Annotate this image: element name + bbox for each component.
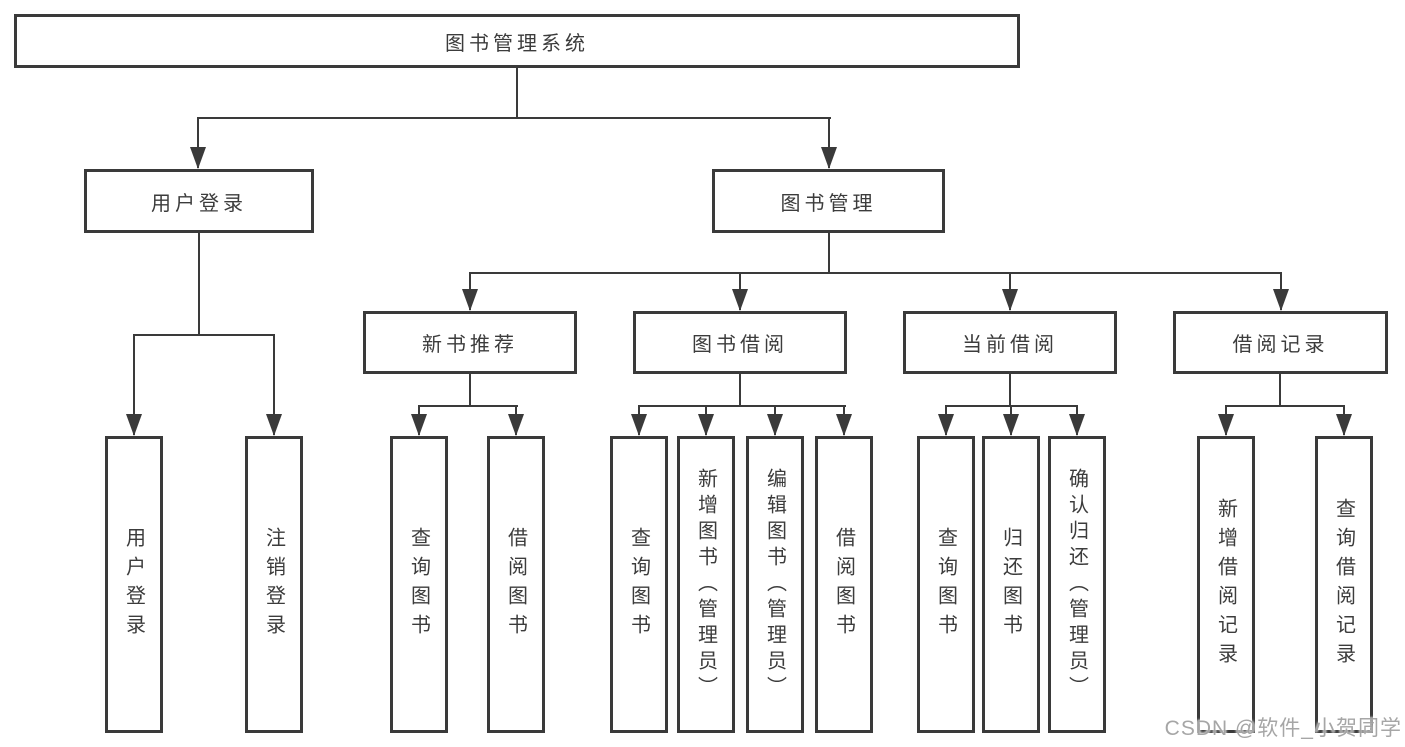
connector-vline xyxy=(828,233,830,273)
arrow-down-icon xyxy=(836,414,852,436)
arrow-down-icon xyxy=(1002,289,1018,311)
node-user-login: 用户登录 xyxy=(84,169,314,233)
leaf-records-query-record: 查询借阅记录 xyxy=(1315,436,1373,733)
leaf-borrowing-borrow-books-label: 借阅图书 xyxy=(832,526,855,643)
connector-vline xyxy=(469,374,471,406)
leaf-user-login: 用户登录 xyxy=(105,436,163,733)
arrow-down-icon xyxy=(126,414,142,436)
leaf-borrowing-edit-books: 编辑图书（管理员） xyxy=(746,436,804,733)
arrow-down-icon xyxy=(462,289,478,311)
connector-vline xyxy=(739,374,741,406)
connector-vline xyxy=(133,335,135,435)
node-new-book-recommendation-label: 新书推荐 xyxy=(422,334,518,356)
leaf-logout-label: 注销登录 xyxy=(262,526,285,643)
connector-hline xyxy=(469,272,1282,274)
connector-vline xyxy=(273,335,275,435)
leaf-logout: 注销登录 xyxy=(245,436,303,733)
node-library-system-label: 图书管理系统 xyxy=(445,32,589,55)
leaf-records-add-record-label: 新增借阅记录 xyxy=(1214,497,1237,672)
node-new-book-recommendation: 新书推荐 xyxy=(363,311,577,374)
connector-vline xyxy=(1279,374,1281,406)
leaf-borrowing-query-books-label: 查询图书 xyxy=(627,526,650,643)
leaf-borrowing-query-books: 查询图书 xyxy=(610,436,668,733)
node-current-borrowing-label: 当前借阅 xyxy=(962,334,1058,356)
connector-hline xyxy=(418,405,518,407)
leaf-user-login-label: 用户登录 xyxy=(122,526,145,643)
connector-vline xyxy=(1009,374,1011,406)
arrow-down-icon xyxy=(190,147,206,169)
leaf-current-return-books-label: 归还图书 xyxy=(999,526,1022,643)
node-user-login-label: 用户登录 xyxy=(151,192,247,215)
arrow-down-icon xyxy=(698,414,714,436)
leaf-borrowing-borrow-books: 借阅图书 xyxy=(815,436,873,733)
connector-vline xyxy=(516,68,518,118)
leaf-borrowing-edit-books-label: 编辑图书（管理员） xyxy=(763,467,786,702)
arrow-down-icon xyxy=(938,414,954,436)
arrow-down-icon xyxy=(1273,289,1289,311)
node-current-borrowing: 当前借阅 xyxy=(903,311,1117,374)
node-book-borrowing-label: 图书借阅 xyxy=(692,334,788,356)
node-borrowing-records: 借阅记录 xyxy=(1173,311,1388,374)
arrow-down-icon xyxy=(732,289,748,311)
leaf-current-return-books: 归还图书 xyxy=(982,436,1040,733)
connector-hline xyxy=(197,117,831,119)
arrow-down-icon xyxy=(266,414,282,436)
leaf-recommend-query-books: 查询图书 xyxy=(390,436,448,733)
leaf-recommend-query-books-label: 查询图书 xyxy=(407,526,430,643)
node-book-borrowing: 图书借阅 xyxy=(633,311,847,374)
leaf-borrowing-add-books: 新增图书（管理员） xyxy=(677,436,735,733)
node-book-management-label: 图书管理 xyxy=(780,192,877,215)
arrow-down-icon xyxy=(821,147,837,169)
arrow-down-icon xyxy=(1069,414,1085,436)
connector-hline xyxy=(638,405,846,407)
node-book-management: 图书管理 xyxy=(712,169,945,233)
leaf-recommend-borrow-books-label: 借阅图书 xyxy=(504,526,527,643)
node-borrowing-records-label: 借阅记录 xyxy=(1232,334,1329,356)
connector-hline xyxy=(133,334,275,336)
arrow-down-icon xyxy=(508,414,524,436)
arrow-down-icon xyxy=(631,414,647,436)
arrow-down-icon xyxy=(767,414,783,436)
leaf-current-confirm-return-label: 确认归还（管理员） xyxy=(1065,467,1088,702)
connector-vline xyxy=(198,233,200,336)
leaf-records-add-record: 新增借阅记录 xyxy=(1197,436,1255,733)
leaf-recommend-borrow-books: 借阅图书 xyxy=(487,436,545,733)
connector-hline xyxy=(1225,405,1345,407)
connector-vline xyxy=(197,118,199,168)
arrow-down-icon xyxy=(411,414,427,436)
connector-vline xyxy=(828,118,830,168)
csdn-watermark: CSDN @软件_小贺同学 xyxy=(1164,717,1402,740)
leaf-current-query-books: 查询图书 xyxy=(917,436,975,733)
node-library-system: 图书管理系统 xyxy=(14,14,1020,68)
leaf-borrowing-add-books-label: 新增图书（管理员） xyxy=(694,467,717,702)
leaf-current-query-books-label: 查询图书 xyxy=(934,526,957,643)
leaf-records-query-record-label: 查询借阅记录 xyxy=(1332,497,1355,672)
arrow-down-icon xyxy=(1218,414,1234,436)
arrow-down-icon xyxy=(1336,414,1352,436)
leaf-current-confirm-return: 确认归还（管理员） xyxy=(1048,436,1106,733)
arrow-down-icon xyxy=(1003,414,1019,436)
